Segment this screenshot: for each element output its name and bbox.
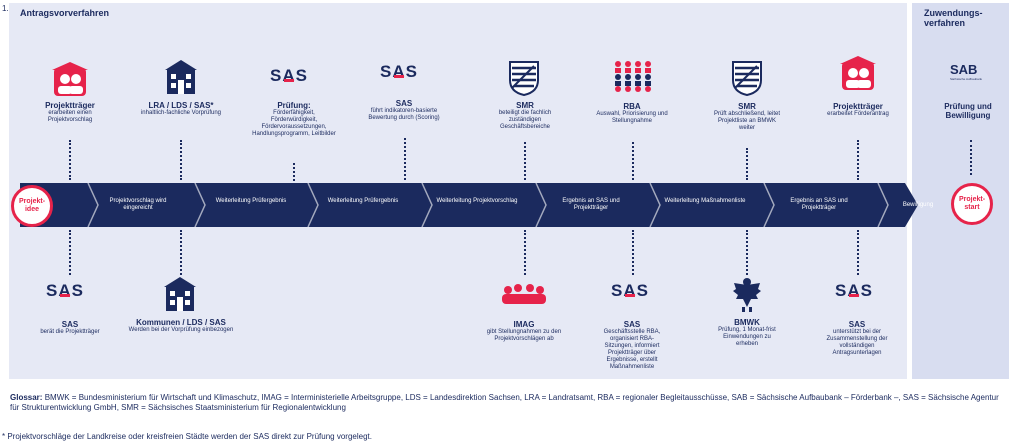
footnote: * Projektvorschläge der Landkreise oder … [2, 432, 372, 441]
step-text: unterstützt bei der Zusammenstellung der… [826, 329, 888, 356]
end-circle: Projekt- start [951, 183, 993, 225]
sas-logo: SAS [611, 281, 649, 300]
sab-logo-subtext: Sächsische Aufbaubank [950, 77, 983, 81]
step-text: beteiligt die fachlich zuständigen Gesch… [498, 110, 552, 130]
panel-main-title: Antragsvorverfahren [20, 8, 110, 18]
arrow-label: Weiterleitung Prüfergebnis [215, 198, 287, 204]
arrow-label: Bewilligung [902, 202, 934, 208]
step-text: gibt Stellungnahmen zu den Projektvorsch… [486, 329, 562, 342]
step-title: BMWK [734, 318, 760, 327]
building-icon [165, 60, 197, 94]
sas-logo: SAS [46, 281, 84, 300]
connector-dots [524, 230, 528, 275]
arrow-label: Ergebnis an SAS und Projektträger [562, 198, 620, 211]
step-title: RBA [623, 102, 641, 111]
sas-logo: SAS [270, 66, 308, 85]
connector-dots [746, 148, 750, 180]
step-title: SAS [395, 99, 413, 108]
connector-dots [69, 230, 73, 275]
building-icon [164, 277, 196, 311]
people-icon [840, 56, 876, 90]
step-title: SAS [848, 320, 866, 329]
step-text: führt indikatoren-basierte Bewertung dur… [368, 108, 440, 121]
arrow-label: Projektvorschlag wird eingereicht [109, 198, 167, 211]
glossar-label: Glossar: [10, 393, 43, 402]
step-title: Kommunen / LDS / SAS [136, 318, 226, 327]
step-title: Prüfung: [277, 101, 311, 110]
step-title: SMR [738, 102, 756, 111]
step-text: Förderfähigkeit, Förderwürdigkeit, Förde… [252, 110, 336, 137]
arrow-label: Weiterleitung Projektvorschlag [436, 198, 518, 204]
sas-logo: SAS [835, 281, 873, 300]
connector-dots [632, 230, 636, 275]
step-text: inhaltlich-fachliche Vorprüfung [140, 110, 222, 116]
step-text: Werden bei der Vorprüfung einbezogen [128, 327, 234, 333]
connector-dots [524, 142, 528, 180]
eagle-icon [733, 278, 761, 312]
top-step-pruefung-bewilligung: Prüfung und Bewilligung [928, 102, 1008, 120]
people-icon [52, 62, 88, 96]
panel-right-title: Zuwendungs- verfahren [924, 8, 983, 28]
people-grid-icon [615, 61, 651, 92]
connector-dots [404, 138, 408, 180]
step-title: IMAG [513, 320, 535, 329]
footnote-marker: 1. [2, 4, 9, 13]
arrow-label: Weiterleitung Prüfergebnis [327, 198, 399, 204]
connector-dots [746, 230, 750, 275]
crest-icon [509, 61, 539, 96]
step-title: Prüfung und Bewilligung [944, 102, 992, 120]
connector-dots [180, 230, 184, 275]
crest-icon [732, 61, 762, 96]
connector-dots [857, 140, 861, 180]
step-text: Prüft abschließend, leitet Projektliste … [713, 111, 781, 131]
connector-dots [293, 163, 297, 181]
sab-logo: SAB Sächsische Aufbaubank [950, 62, 990, 81]
start-circle: Projekt- idee [11, 185, 53, 227]
sas-logo: SAS [380, 62, 418, 81]
arrow-label: Weiterleitung Maßnahmenliste [664, 198, 746, 204]
connector-dots [632, 142, 636, 180]
top-step-lra: LRA / LDS / SAS*inhaltlich-fachliche Vor… [135, 101, 227, 117]
glossar-text: BMWK = Bundesministerium für Wirtschaft … [10, 393, 999, 412]
step-text: erarbeiten einen Projektvorschlag [47, 110, 93, 123]
step-title: SAS [61, 320, 79, 329]
step-title: SMR [516, 101, 534, 110]
step-title: Projektträger [45, 101, 95, 110]
connector-dots [69, 140, 73, 180]
step-title: Projektträger [833, 102, 883, 111]
top-step-pruefung: Prüfung:Förderfähigkeit, Förderwürdigkei… [252, 101, 336, 138]
step-text: Prüfung, 1 Monat-frist Einwendungen zu e… [718, 327, 776, 347]
connector-dots [857, 230, 861, 275]
step-title: SAS [623, 320, 641, 329]
table-icon [502, 284, 546, 304]
sab-logo-text: SAB [950, 62, 978, 77]
step-text: berät die Projektträger [40, 329, 100, 335]
glossar: Glossar: BMWK = Bundesministerium für Wi… [10, 393, 1000, 413]
step-text: Auswahl, Priorisierung und Stellungnahme [596, 111, 668, 124]
arrow-label: Ergebnis an SAS und Projektträger [790, 198, 848, 211]
step-text: erarbeitet Förderantrag [827, 111, 889, 117]
connector-dots [970, 140, 974, 175]
step-title: LRA / LDS / SAS* [148, 101, 214, 110]
step-text: Geschäftsstelle RBA, organisiert RBA-Sit… [603, 329, 661, 370]
connector-dots [180, 140, 184, 180]
